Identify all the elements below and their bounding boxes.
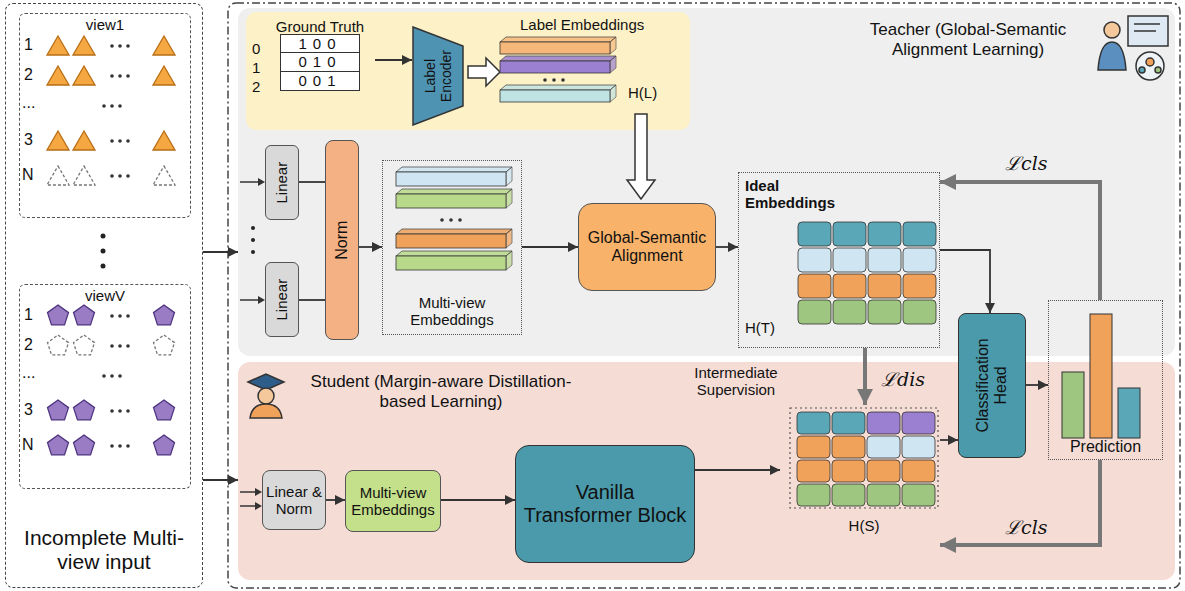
flow-arrow [203, 479, 238, 481]
label-encoder: Label Encoder [412, 26, 464, 126]
node-text: 001 [280, 71, 360, 91]
node-text: Student (Margin-aware Distillation-based… [296, 372, 586, 411]
flow-arrow [940, 250, 990, 313]
view-box: viewV [19, 284, 191, 489]
transformer-block: Vanilla Transformer Block [515, 445, 695, 563]
view-samples [47, 36, 175, 455]
caption-text: H(L) [628, 84, 657, 101]
node-text: 100 [280, 34, 360, 54]
student-icon [248, 374, 284, 418]
loss-arrow [940, 460, 1100, 545]
linear-norm-block: Linear & Norm [262, 470, 326, 530]
input-wires [240, 182, 263, 506]
label-ground [246, 12, 690, 130]
node-text: Global-Semantic Alignment [583, 229, 711, 266]
loss-label: ℒcls [1002, 514, 1050, 540]
node-text: H(S) [842, 517, 886, 534]
node-text: Linear & Norm [265, 483, 323, 518]
node-text: Linear [273, 265, 290, 335]
node-text: H(T) [745, 319, 789, 336]
embedding-grid: Ideal EmbeddingsH(T) [738, 172, 940, 348]
node-text: Teacher (Global-Semantic Alignment Learn… [838, 20, 1098, 59]
flow-arrow [522, 246, 578, 248]
view-dots [101, 226, 256, 269]
row-index: 3 [24, 131, 33, 149]
classifier-block: Classification Head [958, 313, 1026, 458]
node-text: Vanilla Transformer Block [522, 481, 688, 527]
loss-label: ℒcls [1002, 150, 1050, 176]
flow-arrow [441, 499, 515, 501]
flow-arrow [716, 246, 738, 248]
node-text: Ground Truth [276, 18, 364, 35]
node-text: view1 [86, 16, 124, 33]
flow-arrow [299, 181, 325, 183]
node-text: Linear [273, 148, 290, 218]
prediction-box: Prediction [1048, 300, 1163, 460]
row-index: 2 [24, 66, 33, 84]
loss-label: ℒdis [878, 366, 928, 392]
loss-arrow [940, 182, 1100, 300]
node-text: Incomplete Multi-view input [14, 526, 194, 574]
node-text: viewV [85, 287, 125, 304]
caption-text: Intermediate Supervision [686, 364, 786, 399]
view-box: view1 [19, 13, 191, 218]
student-ground [238, 362, 1175, 580]
row-index: 2 [252, 78, 260, 95]
node-text: Classification Head [974, 326, 1011, 446]
input-panel: Incomplete Multi-view input view1 viewV [5, 3, 203, 588]
node-text: Ideal Embeddings [745, 177, 837, 212]
row-index: ... [22, 94, 35, 112]
embedding-block: Multi-view Embeddings [345, 470, 441, 532]
row-index: 1 [24, 306, 33, 324]
norm-block: Norm [325, 140, 359, 340]
node-text: Multi-view Embeddings [348, 484, 438, 519]
caption-text: Label Embeddings [520, 16, 644, 33]
flow-arrow [940, 439, 958, 441]
embedding-grid: H(S) [780, 405, 940, 557]
node-text: 010 [280, 52, 360, 72]
teacher-ground [238, 8, 1175, 356]
flow-arrow [203, 251, 238, 253]
flow-arrow [299, 299, 325, 301]
row-index: 3 [24, 401, 33, 419]
linear-block: Linear [265, 145, 299, 220]
embedding-bars [396, 37, 936, 506]
node-text: Prediction [1070, 438, 1141, 456]
flow-arrow [326, 499, 345, 501]
row-index: 2 [24, 336, 33, 354]
node-text: Norm [333, 180, 351, 300]
node-text: Multi-view Embeddings [383, 294, 521, 329]
teacher-panel: Teacher (Global-Semantic Alignment Learn… [238, 8, 1175, 356]
flow-arrow [695, 469, 780, 471]
row-index: 1 [252, 59, 260, 76]
prediction-bars [1062, 314, 1140, 438]
grid-frame [790, 408, 938, 508]
embedding-group: Multi-view Embeddings [382, 160, 522, 335]
row-index: 1 [24, 36, 33, 54]
node-text: Label Encoder [422, 36, 454, 116]
row-index: 0 [252, 40, 260, 57]
loss-arrow [863, 348, 867, 405]
row-index: ... [22, 364, 35, 382]
alignment-block: Global-Semantic Alignment [578, 203, 716, 291]
input-heads [255, 178, 265, 510]
teacher-icon [1098, 16, 1168, 80]
row-index: N [22, 436, 34, 454]
outer-frame [228, 3, 1180, 588]
flow-arrow [375, 59, 412, 61]
row-index: N [22, 166, 34, 184]
linear-block: Linear [265, 262, 299, 337]
ground-truth-table: Ground Truth100010001 [265, 16, 375, 108]
flow-arrow [1026, 384, 1048, 386]
flow-arrow [359, 246, 382, 248]
